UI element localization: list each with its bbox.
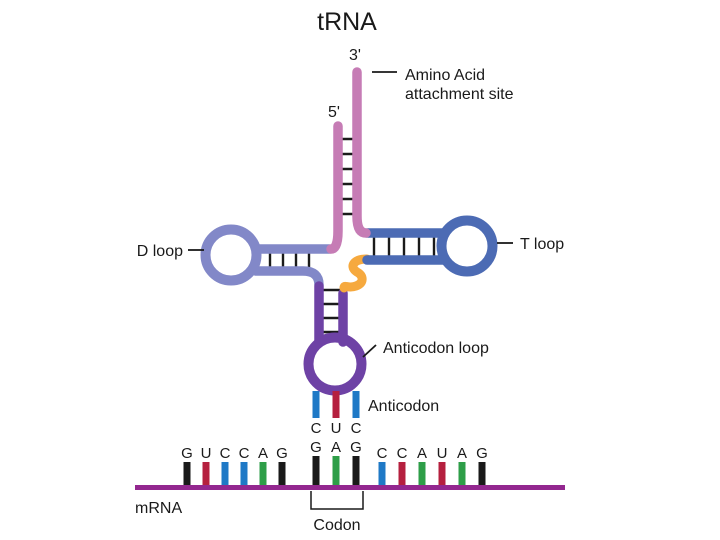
anticodon-base-bar-0	[312, 391, 320, 418]
five-prime-label: 5'	[328, 104, 340, 121]
t-loop-circle	[436, 215, 498, 277]
anticodon-label: Anticodon	[368, 398, 439, 415]
mrna-base-letter-9: C	[377, 445, 388, 462]
mrna-base-letter-6: G	[310, 439, 322, 456]
mrna-base-letter-5: G	[276, 445, 288, 462]
amino-acid-label-line1: Amino Acid	[405, 67, 485, 84]
mrna-base-bar-6	[312, 456, 320, 487]
acceptor-stem-3-prime-strand	[352, 67, 371, 238]
anticodon-base-letter-2: C	[351, 420, 362, 437]
variable-loop	[339, 254, 372, 293]
mrna-base-bar-3	[240, 462, 248, 487]
acceptor-stem-rungs	[337, 137, 358, 216]
d-arm-bottom-strand	[251, 266, 324, 290]
three-prime-label: 3'	[349, 47, 361, 64]
d-loop-label: D loop	[137, 243, 183, 260]
mrna-strand-line	[135, 485, 565, 490]
mrna-base-letter-2: C	[220, 445, 231, 462]
mrna-base-bar-12	[438, 462, 446, 487]
mrna-label: mRNA	[135, 500, 182, 517]
mrna-base-letter-14: G	[476, 445, 488, 462]
mrna-base-letter-3: C	[239, 445, 250, 462]
anticodon-loop-leader-line	[362, 344, 377, 358]
mrna-base-letter-11: A	[417, 445, 427, 462]
mrna-base-bar-2	[221, 462, 229, 487]
anticodon-base-letter-1: U	[331, 420, 342, 437]
diagram-title: tRNA	[317, 8, 377, 36]
t-loop-label: T loop	[520, 236, 564, 253]
anticodon-base-letter-0: C	[311, 420, 322, 437]
mrna-base-letter-8: G	[350, 439, 362, 456]
mrna-base-letter-7: A	[331, 439, 341, 456]
mrna-base-bar-8	[352, 456, 360, 487]
amino-acid-label-line2: attachment site	[405, 86, 514, 103]
mrna-base-bar-13	[458, 462, 466, 487]
codon-label: Codon	[313, 517, 360, 534]
mrna-base-letter-13: A	[457, 445, 467, 462]
mrna-base-bar-9	[378, 462, 386, 487]
mrna-base-bar-5	[278, 462, 286, 487]
mrna-base-bar-0	[183, 462, 191, 487]
mrna-base-letter-1: U	[201, 445, 212, 462]
anticodon-loop-circle	[303, 332, 367, 396]
mrna-base-letter-0: G	[181, 445, 193, 462]
mrna-base-bar-11	[418, 462, 426, 487]
mrna-base-bar-1	[202, 462, 210, 487]
acceptor-stem-5-prime-strand	[326, 121, 343, 254]
anticodon-stem-rungs	[316, 288, 346, 334]
mrna-base-bar-14	[478, 462, 486, 487]
mrna-base-bar-10	[398, 462, 406, 487]
anticodon-base-bar-1	[332, 391, 340, 418]
mrna-base-letter-12: U	[437, 445, 448, 462]
anticodon-loop-label: Anticodon loop	[383, 340, 489, 357]
d-loop-circle	[200, 224, 262, 286]
t-stem-rungs	[372, 231, 436, 262]
d-stem-rungs	[268, 247, 311, 273]
mrna-base-letter-4: A	[258, 445, 268, 462]
mrna-base-letter-10: C	[397, 445, 408, 462]
mrna-base-bar-7	[332, 456, 340, 487]
codon-bracket	[310, 491, 364, 510]
anticodon-base-bar-2	[352, 391, 360, 418]
mrna-base-bar-4	[259, 462, 267, 487]
